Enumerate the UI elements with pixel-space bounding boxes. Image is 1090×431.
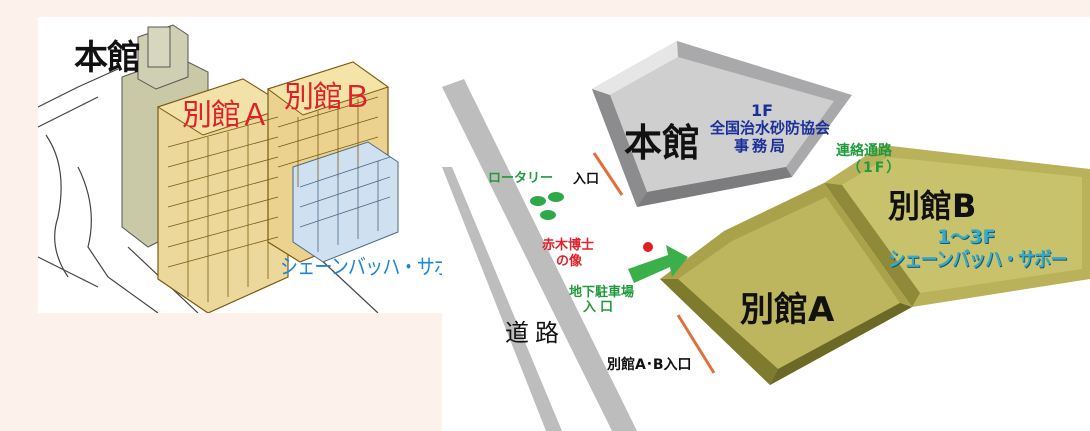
schoenbach-label: シェーンバッハ・サボー <box>280 255 469 279</box>
site-map: 本館 1F 全国治水砂防協会 事務局 連絡通路 （1F） 別館B 1～3F シェ… <box>442 17 1090 431</box>
annex-b-floors: 1～3F <box>937 226 996 248</box>
building-illustration: 本館 別館Ａ 別館Ｂ シェーンバッハ・サボー <box>38 17 469 313</box>
site-map-drawing <box>442 41 1090 431</box>
association-label: 全国治水砂防協会 <box>710 119 831 137</box>
main-entrance-marker <box>592 152 624 196</box>
statue-marker <box>643 242 653 252</box>
parking-arrow <box>628 245 688 283</box>
rotary-trees <box>530 192 564 220</box>
parking-label: 地下駐車場 <box>569 285 635 300</box>
floor-label: 1F <box>750 101 774 120</box>
connecting-floor-label: （1F） <box>847 160 903 176</box>
main-building-title: 本館 <box>624 121 701 165</box>
annex-ab-entrance-label: 別館A･B入口 <box>607 357 692 373</box>
annex-a-block <box>660 183 912 385</box>
main-building-block <box>592 41 852 207</box>
annex-b-block <box>824 145 1090 307</box>
annex-a-label: 別館Ａ <box>182 98 270 133</box>
road <box>442 79 637 431</box>
connecting-passage-label: 連絡通路 <box>836 143 892 159</box>
annex-b-title: 別館B <box>888 187 977 225</box>
annex-entrance-marker <box>676 314 716 374</box>
annex-b-label: 別館Ｂ <box>284 80 372 115</box>
main-building-label: 本館 <box>74 38 141 78</box>
schoenbach-sign: シェーンバッハ・サボー <box>888 247 1068 271</box>
rotary-label: ロータリー <box>488 171 554 186</box>
statue-label-line2: の像 <box>556 254 583 269</box>
parking-entrance-label: 入口 <box>583 300 618 315</box>
annex-a-title: 別館A <box>740 290 835 330</box>
statue-label: 赤木博士 <box>542 238 595 253</box>
office-label: 事務局 <box>734 137 789 155</box>
building-drawing <box>38 24 399 313</box>
road-label: 道路 <box>505 319 565 347</box>
entrance-label: 入口 <box>573 172 600 187</box>
